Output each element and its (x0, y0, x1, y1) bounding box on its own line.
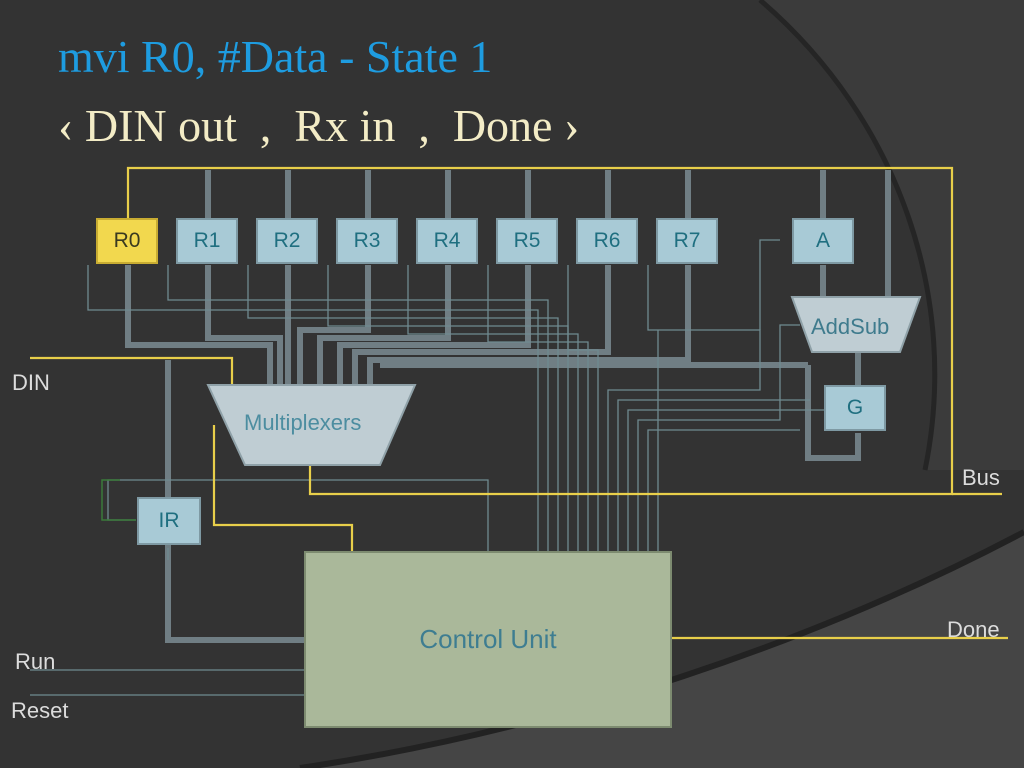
register-r4: R4 (416, 218, 478, 264)
bus-input-wires (165, 170, 826, 497)
din-label: DIN (12, 370, 50, 395)
active-bus-path (30, 166, 1008, 640)
register-ir: IR (137, 497, 201, 545)
register-g: G (824, 385, 886, 431)
register-r7: R7 (656, 218, 718, 264)
control-unit: Control Unit (304, 551, 672, 728)
slide-title: mvi R0, #Data - State 1 (58, 31, 493, 82)
bus-label: Bus (962, 465, 1000, 490)
register-r3: R3 (336, 218, 398, 264)
register-output-wires (125, 170, 891, 643)
register-r0: R0 (96, 218, 158, 264)
reset-label: Reset (11, 698, 69, 723)
slide-subtitle: ‹ DIN out , Rx in , Done › (58, 100, 580, 151)
register-r2: R2 (256, 218, 318, 264)
addsub-shape (790, 296, 922, 353)
multiplexer-label: Multiplexers (244, 410, 362, 435)
multiplexer-shape (206, 384, 417, 466)
addsub-label: AddSub (811, 314, 890, 339)
register-r6: R6 (576, 218, 638, 264)
register-a: A (792, 218, 854, 264)
register-r1: R1 (176, 218, 238, 264)
run-label: Run (15, 649, 56, 674)
done-label: Done (947, 617, 1000, 642)
register-r5: R5 (496, 218, 558, 264)
